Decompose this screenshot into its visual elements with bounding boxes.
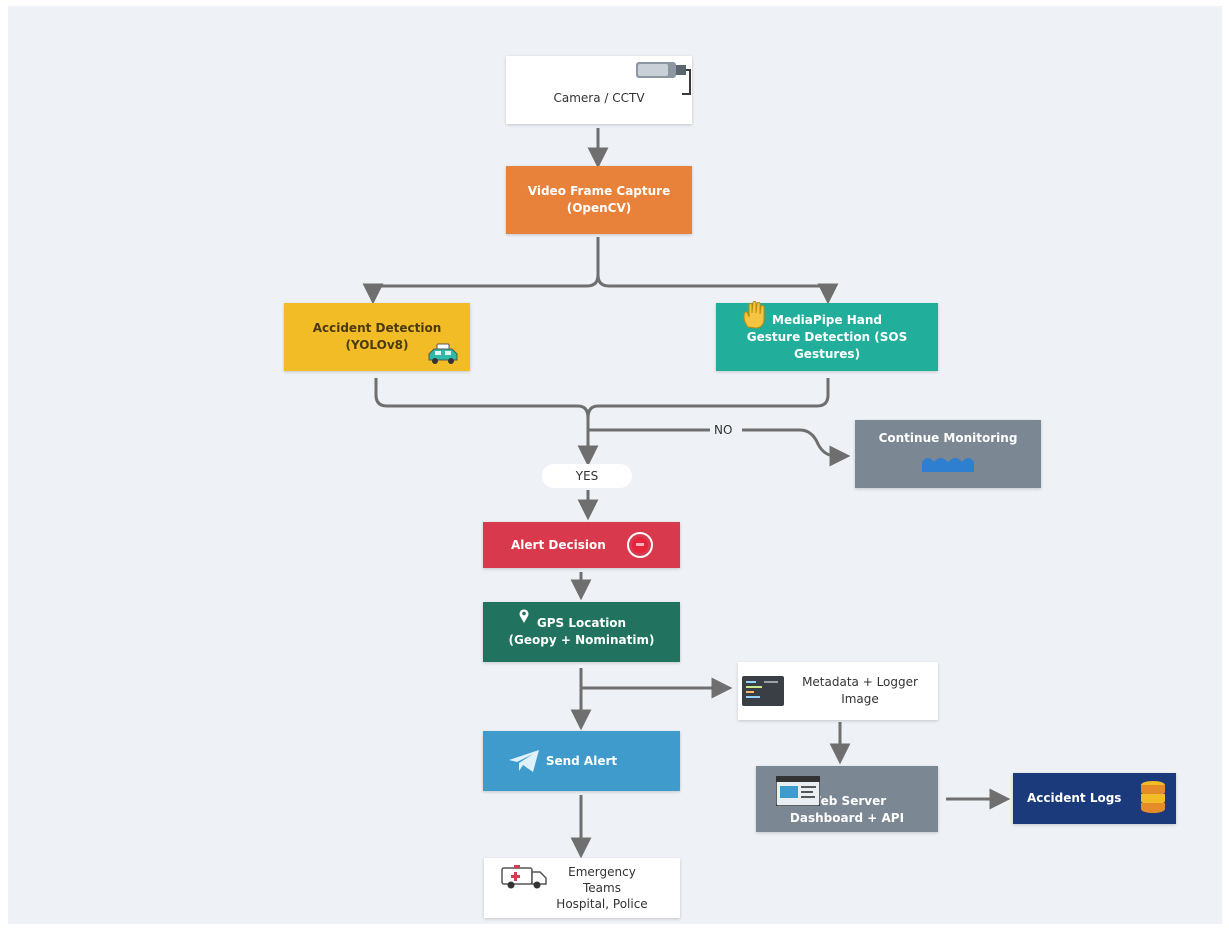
cctv-camera-icon [636,62,691,95]
send-alert-label: Send Alert [545,753,618,768]
siren-icon [627,532,653,558]
location-pin-icon [519,609,529,623]
camera-label: Camera / CCTV [553,90,645,105]
edge-no-to-monitor [588,428,842,456]
edge-accident-merge [374,378,599,467]
accident-logs-label: Accident Logs [1027,791,1122,805]
raised-hand-icon [743,301,765,329]
cloud-waves-icon [922,458,974,472]
database-icon [1141,781,1165,813]
gps-location-node: GPS Location (Geopy + Nominatim) [483,602,680,662]
alert-decision-label: Alert Decision [511,537,606,552]
edge-capture-branch-right [596,274,839,305]
video-capture-label: Video Frame Capture (OpenCV) [527,184,671,215]
continue-monitoring-label: Continue Monitoring [878,431,1018,445]
continue-monitoring-node: Continue Monitoring [855,420,1041,488]
edge-mediapipe-merge [586,378,830,419]
emergency-teams-node: Emergency Teams Hospital, Police [484,858,680,918]
gps-location-label: GPS Location (Geopy + Nominatim) [508,616,655,647]
accident-detection-label: Accident Detection (YOLOv8) [312,321,442,352]
video-capture-node: Video Frame Capture (OpenCV) [506,166,692,234]
emergency-teams-label: Emergency Teams Hospital, Police [556,865,648,911]
edge-capture-branch [362,237,600,305]
car-icon [428,343,458,364]
telegram-plane-icon [509,750,539,772]
code-terminal-icon [742,676,784,706]
web-server-label: Web Server Dashboard + API [789,794,905,825]
yes-decision-node: YES [542,464,632,488]
browser-window-icon [776,776,820,806]
no-branch-label: NO [714,423,733,437]
ambulance-icon [501,865,547,889]
metadata-logger-label: Metadata + Logger Image [802,675,918,706]
yes-label: YES [575,468,599,483]
camera-node: Camera / CCTV [506,56,692,124]
mediapipe-label: MediaPipe Hand Gesture Detection (SOS Ge… [746,312,908,361]
